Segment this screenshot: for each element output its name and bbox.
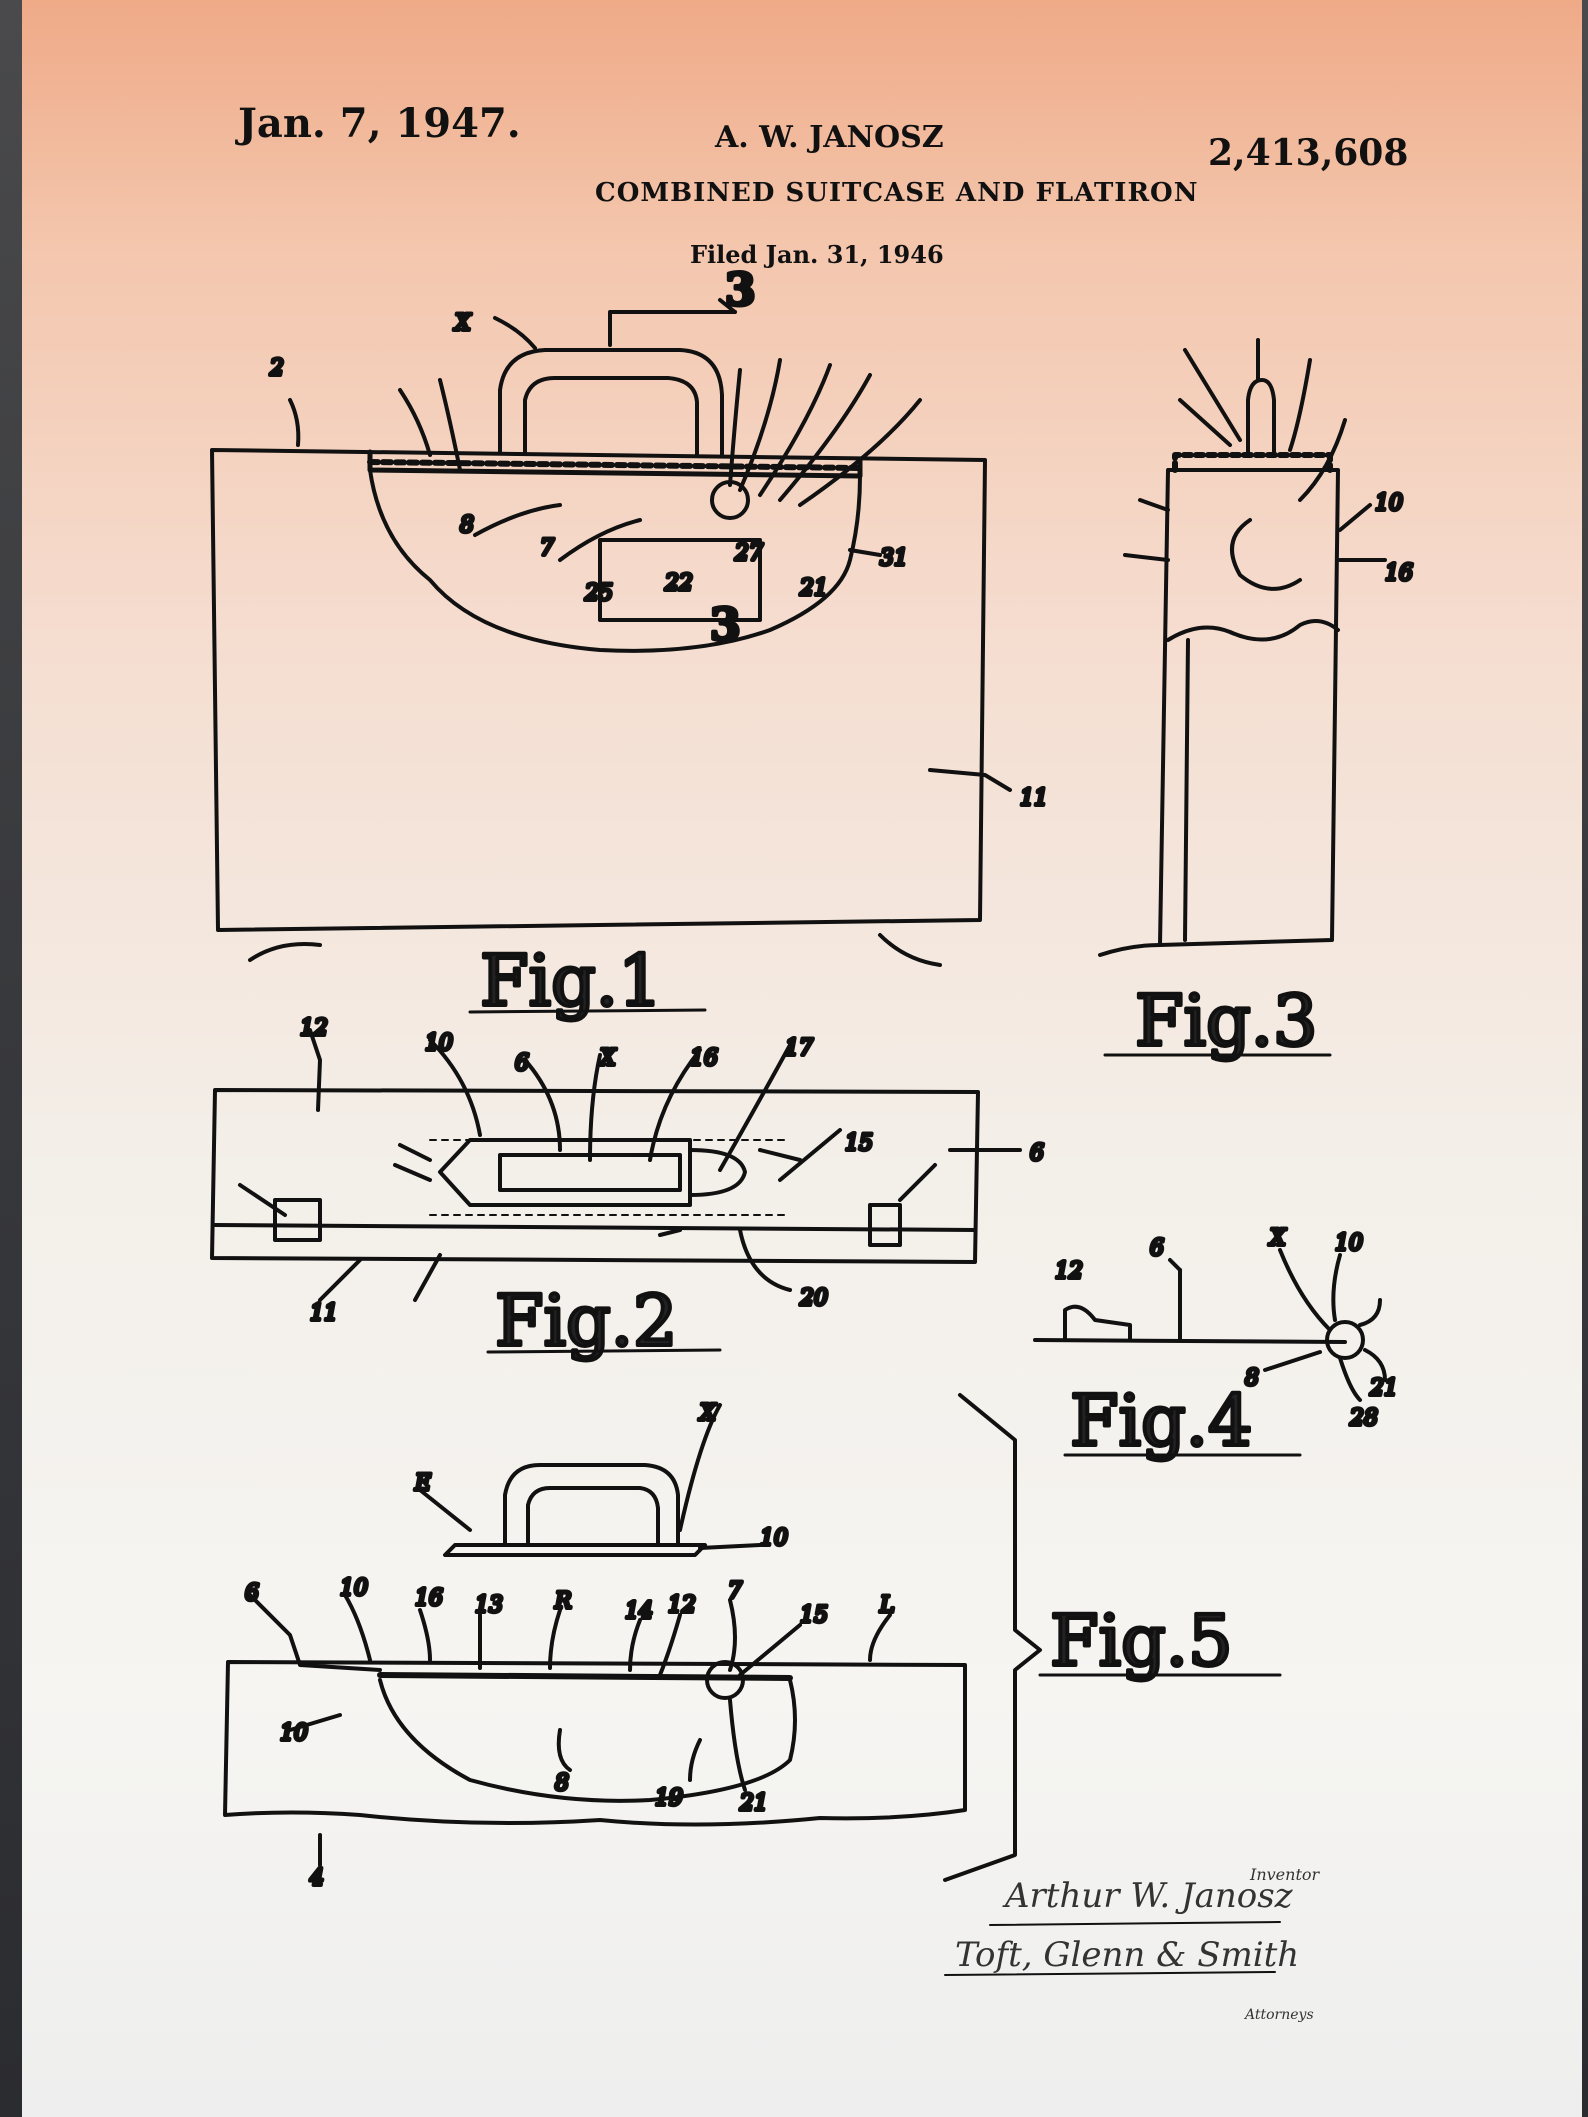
- svg-text:7: 7: [728, 1579, 742, 1604]
- fig2-drawing: [210, 1028, 1022, 1302]
- svg-text:12: 12: [1055, 1259, 1083, 1284]
- svg-text:21: 21: [799, 576, 828, 601]
- svg-text:6: 6: [245, 1581, 259, 1606]
- svg-text:6: 6: [1030, 1141, 1044, 1166]
- svg-text:8: 8: [460, 513, 474, 538]
- svg-text:14: 14: [625, 1599, 653, 1624]
- svg-text:X: X: [453, 311, 472, 336]
- svg-text:X: X: [698, 1401, 717, 1426]
- svg-text:7: 7: [540, 536, 554, 561]
- svg-text:L: L: [879, 1593, 895, 1618]
- svg-text:15: 15: [845, 1131, 873, 1156]
- fig1-label: Fig.1: [480, 940, 663, 1022]
- svg-text:16: 16: [415, 1586, 443, 1611]
- svg-text:25: 25: [584, 581, 613, 606]
- svg-text:10: 10: [340, 1576, 368, 1601]
- fig4-drawing: [1033, 1248, 1387, 1402]
- svg-text:8: 8: [555, 1771, 569, 1796]
- svg-text:2: 2: [269, 356, 284, 381]
- inventor-label: Inventor: [1250, 1865, 1320, 1884]
- svg-text:17: 17: [785, 1036, 813, 1061]
- svg-text:19: 19: [655, 1786, 683, 1811]
- svg-text:21: 21: [739, 1791, 768, 1816]
- svg-text:6: 6: [1150, 1236, 1164, 1261]
- svg-text:10: 10: [425, 1031, 453, 1056]
- attorney-signature: Toft, Glenn & Smith: [955, 1935, 1300, 1975]
- fig5-label: Fig.5: [1050, 1600, 1233, 1682]
- svg-text:10: 10: [1375, 491, 1403, 516]
- svg-text:27: 27: [734, 541, 763, 566]
- patent-date: Jan. 7, 1947.: [238, 100, 521, 147]
- svg-text:X: X: [1268, 1226, 1287, 1251]
- patent-title: COMBINED SUITCASE AND FLATIRON: [595, 178, 1199, 208]
- svg-text:13: 13: [475, 1593, 503, 1618]
- svg-text:15: 15: [800, 1603, 828, 1628]
- inventor-name: A. W. JANOSZ: [715, 120, 944, 155]
- svg-text:16: 16: [1385, 561, 1413, 586]
- svg-text:4: 4: [309, 1866, 324, 1891]
- svg-text:11: 11: [1020, 786, 1048, 811]
- svg-text:X: X: [598, 1046, 617, 1071]
- fig3-label: Fig.3: [1135, 980, 1318, 1062]
- svg-text:R: R: [554, 1589, 572, 1614]
- section-mark-bottom: 3: [710, 600, 741, 651]
- fig4-label: Fig.4: [1070, 1380, 1253, 1462]
- svg-text:12: 12: [668, 1593, 696, 1618]
- attorney-label: Attorneys: [1245, 2007, 1314, 2023]
- svg-text:E: E: [414, 1471, 431, 1496]
- section-mark-top: 3: [725, 265, 756, 316]
- fig3-drawing: [1098, 338, 1387, 957]
- fig1-drawing: [210, 298, 1012, 967]
- svg-text:10: 10: [760, 1526, 788, 1551]
- inventor-signature: Arthur W. Janosz: [1005, 1876, 1293, 1916]
- svg-text:28: 28: [1349, 1406, 1378, 1431]
- fig5-drawing: [223, 1393, 1042, 1882]
- svg-text:10: 10: [280, 1721, 308, 1746]
- patent-number: 2,413,608: [1208, 132, 1409, 174]
- svg-text:16: 16: [690, 1046, 718, 1071]
- svg-text:31: 31: [880, 546, 908, 571]
- svg-text:20: 20: [799, 1286, 828, 1311]
- svg-text:12: 12: [300, 1016, 328, 1041]
- svg-text:10: 10: [1335, 1231, 1363, 1256]
- svg-text:11: 11: [310, 1301, 338, 1326]
- svg-text:6: 6: [515, 1051, 529, 1076]
- svg-text:8: 8: [1245, 1366, 1259, 1391]
- patent-sheet: [22, 0, 1582, 2117]
- filing-date: Filed Jan. 31, 1946: [690, 240, 944, 269]
- svg-text:22: 22: [664, 571, 693, 596]
- svg-text:21: 21: [1369, 1376, 1398, 1401]
